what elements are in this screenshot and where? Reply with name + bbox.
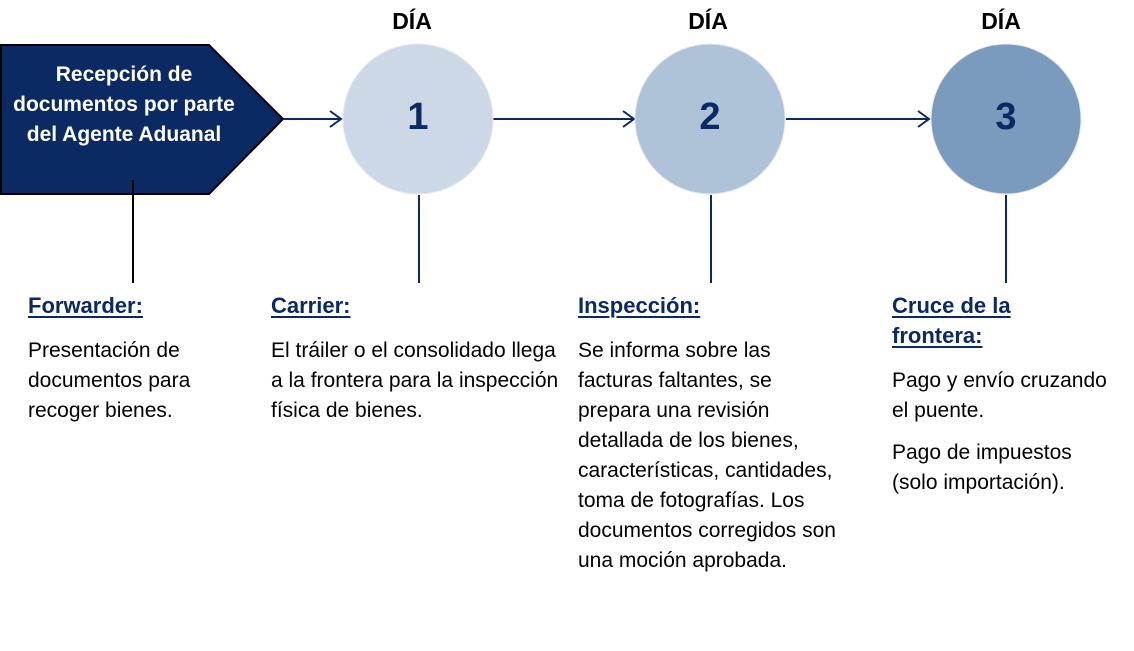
- column-cruce: Cruce de la frontera: Pago y envío cruza…: [892, 291, 1122, 510]
- day1-circle: [342, 43, 494, 195]
- day3-circle: [930, 43, 1082, 195]
- column-text: Pago de impuestos (solo importación).: [892, 441, 1072, 494]
- start-box-shape: [0, 44, 285, 195]
- column-carrier: Carrier: El tráiler o el consolidado lle…: [271, 291, 561, 438]
- column-text: Se informa sobre las facturas faltantes,…: [578, 339, 836, 572]
- day1-number: 1: [407, 96, 429, 138]
- start-box-label: Recepción de documentos por parte del Ag…: [13, 63, 235, 146]
- day3-label: DÍA: [981, 8, 1021, 34]
- arrowhead-icon: [329, 110, 343, 128]
- column-heading: Carrier:: [271, 293, 351, 318]
- day2-circle: [634, 43, 786, 195]
- column-heading: Forwarder:: [28, 293, 143, 318]
- column-heading: Cruce de la frontera:: [892, 293, 1011, 348]
- day1-label: DÍA: [392, 8, 432, 34]
- day2-label: DÍA: [688, 8, 728, 34]
- day2-number: 2: [699, 96, 721, 138]
- day3-number: 3: [995, 96, 1017, 138]
- column-heading: Inspección:: [578, 293, 701, 318]
- column-forwarder: Forwarder: Presentación de documentos pa…: [28, 291, 248, 438]
- arrowhead-icon: [917, 110, 931, 128]
- column-text: El tráiler o el consolidado llega a la f…: [271, 339, 559, 422]
- arrowhead-icon: [622, 110, 636, 128]
- column-inspeccion: Inspección: Se informa sobre las factura…: [578, 291, 846, 588]
- column-text: Pago y envío cruzando el puente.: [892, 369, 1107, 422]
- column-text: Presentación de documentos para recoger …: [28, 339, 191, 422]
